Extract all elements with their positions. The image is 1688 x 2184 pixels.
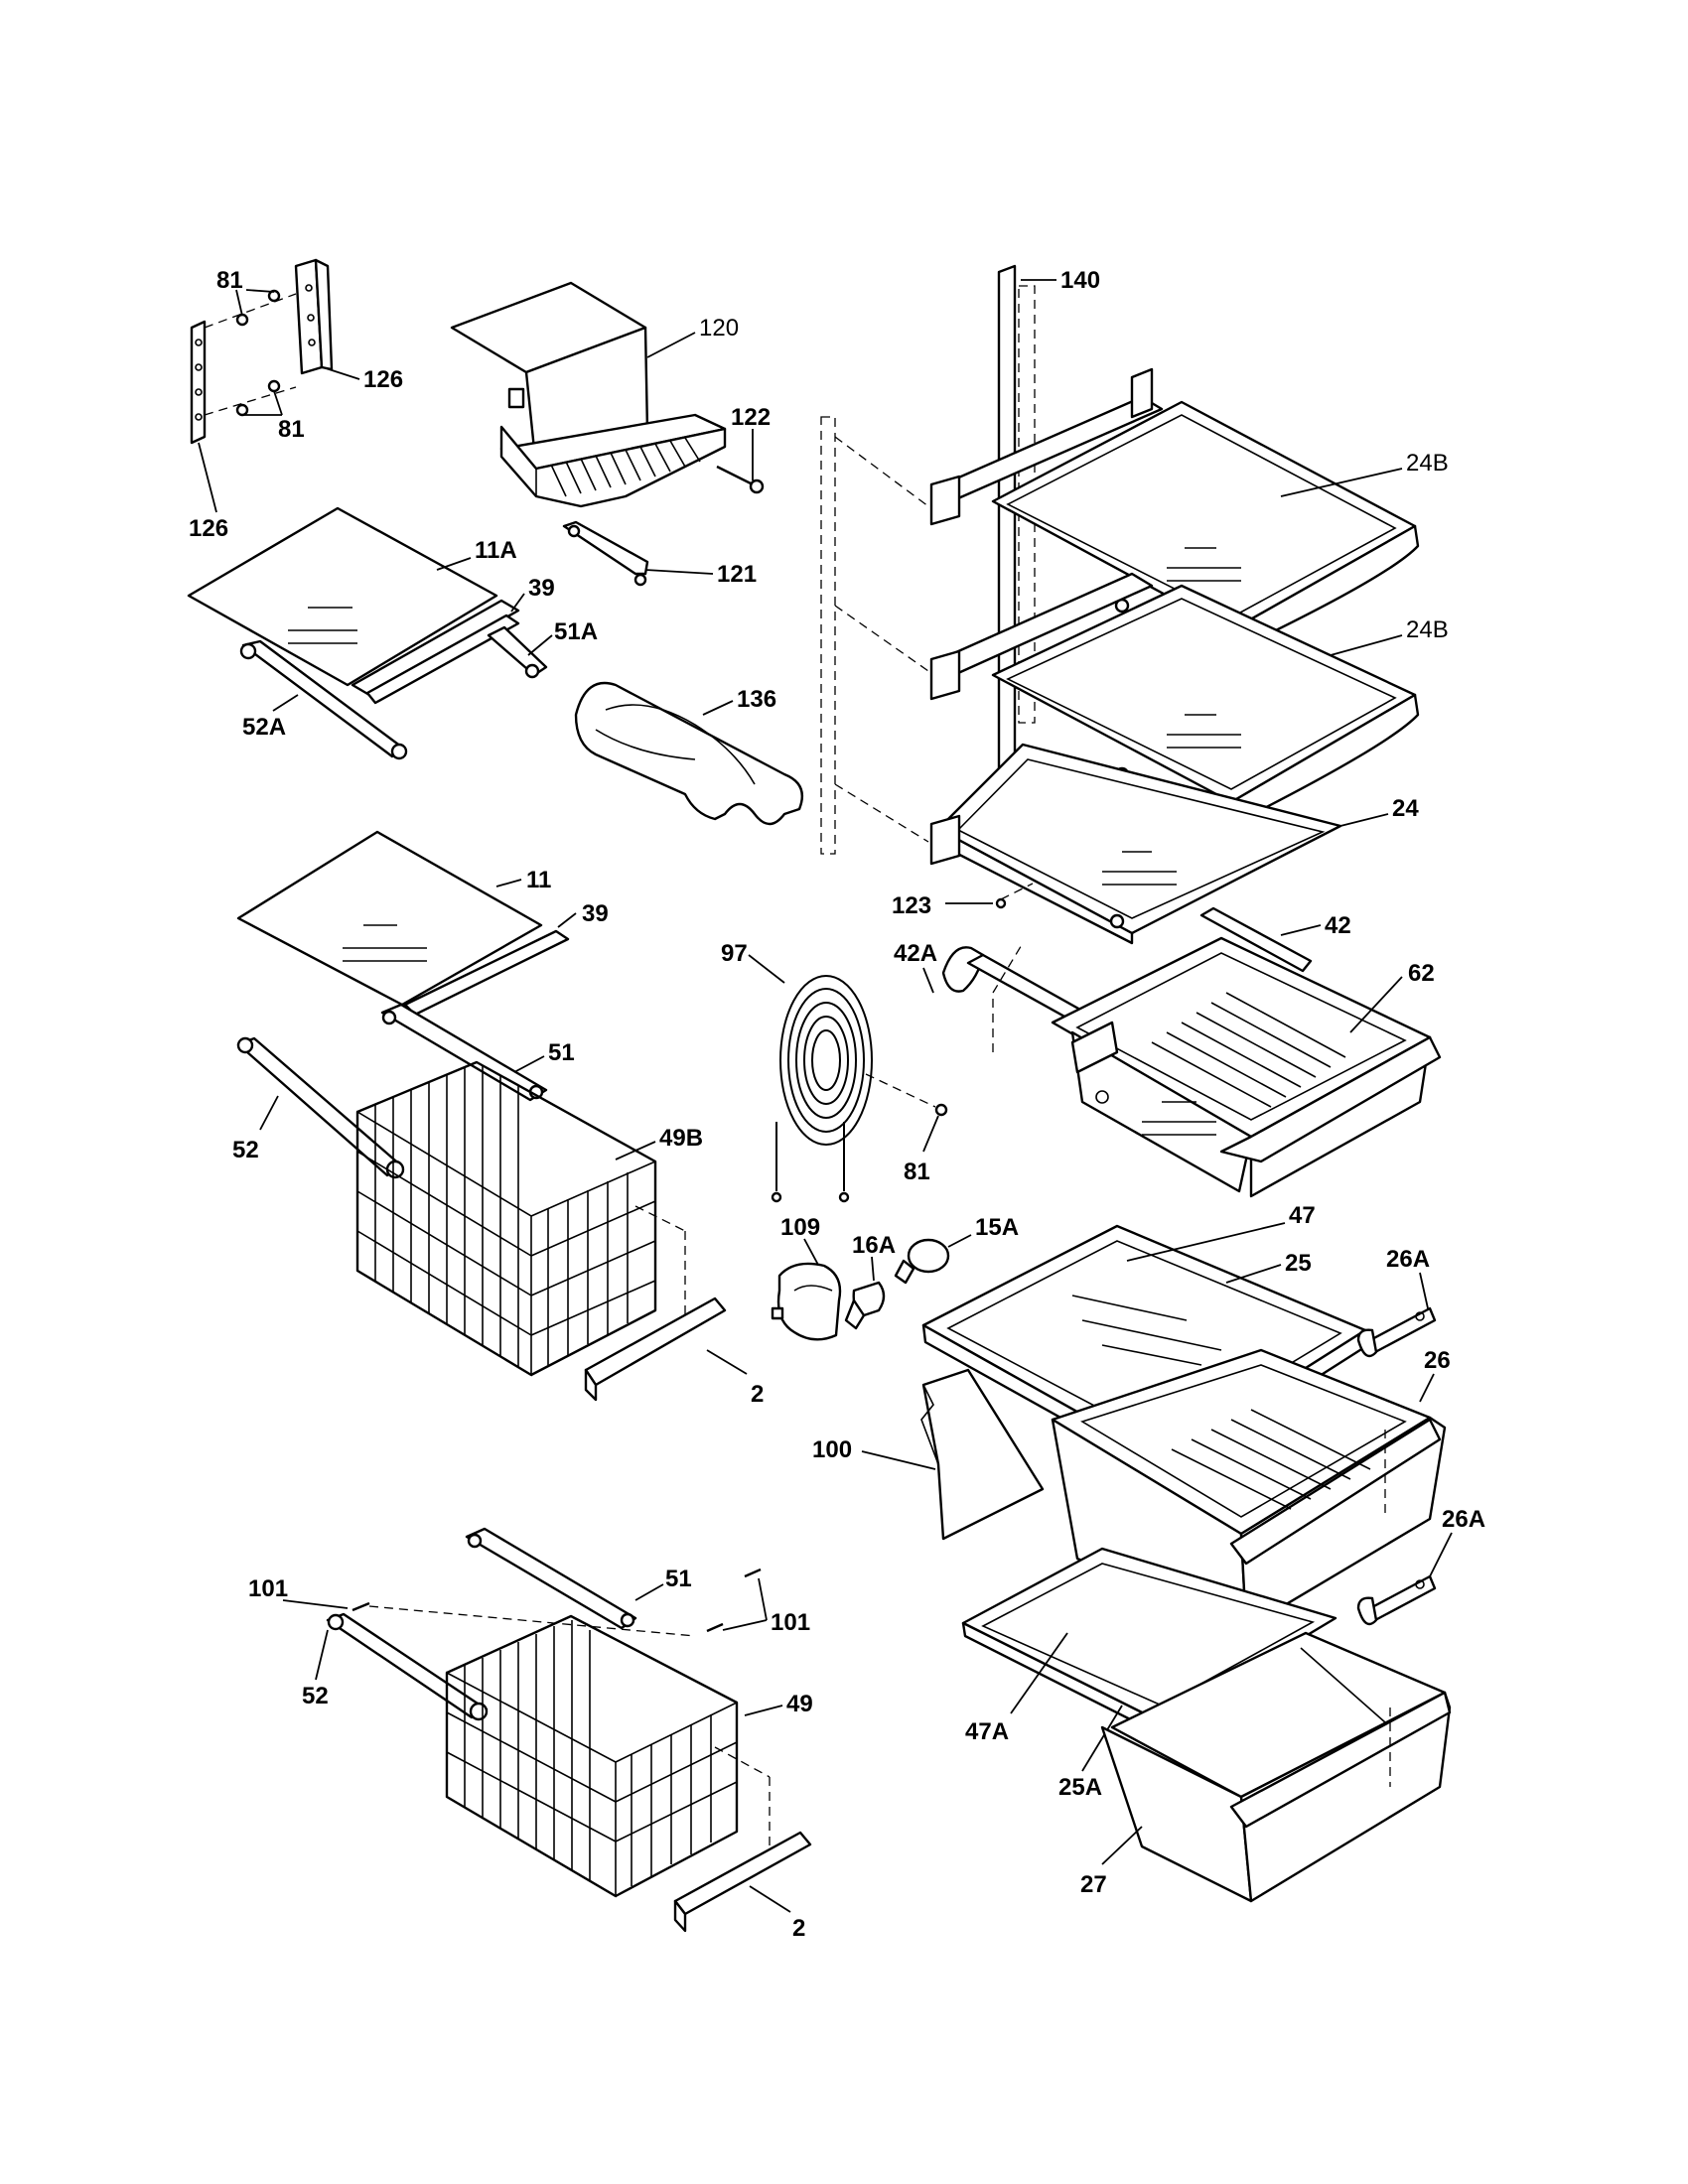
bracket-121 (562, 520, 714, 587)
dashed-rail (820, 416, 929, 855)
label-81: 81 (216, 267, 243, 294)
label-126: 126 (189, 515, 228, 542)
chute-136 (574, 681, 804, 826)
label-2: 2 (751, 1381, 764, 1408)
label-11A: 11A (475, 537, 517, 564)
label-25A: 25A (1058, 1774, 1102, 1801)
screws-81-top (204, 289, 297, 417)
bulb-15A (894, 1234, 972, 1285)
label-25: 25 (1285, 1250, 1312, 1277)
label-24: 24 (1392, 795, 1419, 822)
glass-shelf-11A (187, 506, 520, 697)
label-136: 136 (737, 686, 776, 713)
screw-123 (945, 883, 1034, 909)
label-51A: 51A (554, 618, 598, 645)
label-101: 101 (771, 1609, 810, 1636)
rail-51A (487, 625, 553, 679)
screws-101 (282, 1568, 768, 1637)
wire-basket-49B (355, 1060, 686, 1377)
light-cover-109 (771, 1238, 842, 1341)
label-123: 123 (892, 892, 931, 919)
label-49B: 49B (659, 1125, 703, 1152)
rail-52A (239, 639, 408, 760)
label-120: 120 (699, 315, 739, 341)
label-27: 27 (1080, 1871, 1107, 1898)
label-42A: 42A (894, 940, 937, 967)
drawer-62 (992, 936, 1442, 1198)
shelf-24B-top (929, 367, 1420, 649)
shelf-24 (929, 743, 1389, 945)
trim-39-top (365, 593, 525, 705)
bracket-126-left (190, 320, 207, 445)
coil-97 (748, 954, 873, 1203)
rail-52-mid (236, 1036, 405, 1179)
label-39: 39 (582, 900, 609, 927)
rail-51-bottom (465, 1527, 664, 1630)
label-97: 97 (721, 940, 748, 967)
label-81: 81 (904, 1159, 930, 1185)
label-47A: 47A (965, 1718, 1009, 1745)
label-26A: 26A (1386, 1246, 1430, 1273)
label-16A: 16A (852, 1232, 896, 1259)
label-49: 49 (786, 1691, 813, 1717)
rod-122 (716, 429, 765, 494)
shelf-24B-mid (929, 572, 1420, 822)
wire-basket-49 (445, 1614, 783, 1898)
label-24B: 24B (1406, 616, 1449, 643)
leaders-top-left (198, 289, 360, 513)
label-52: 52 (232, 1137, 259, 1163)
cover-100 (861, 1368, 1045, 1541)
label-52A: 52A (242, 714, 286, 741)
bracket-26A-top (1356, 1272, 1437, 1358)
label-126: 126 (363, 366, 403, 393)
label-122: 122 (731, 404, 771, 431)
screw-81-mid (865, 1073, 948, 1153)
rail-42 (1199, 906, 1322, 973)
bracket-126-right (294, 258, 334, 375)
label-140: 140 (1060, 267, 1100, 294)
label-52: 52 (302, 1683, 329, 1709)
part-labels: 81 81 126 126 120 122 121 11A 39 51A 52A… (189, 267, 1485, 1942)
label-15A: 15A (975, 1214, 1019, 1241)
label-101: 101 (248, 1575, 288, 1602)
label-47: 47 (1289, 1202, 1316, 1229)
label-81: 81 (278, 416, 305, 443)
label-121: 121 (717, 561, 757, 588)
label-26: 26 (1424, 1347, 1451, 1374)
label-100: 100 (812, 1436, 852, 1463)
label-51: 51 (665, 1566, 692, 1592)
label-26A: 26A (1442, 1506, 1485, 1533)
label-11: 11 (526, 867, 551, 893)
crisper-pan-27 (1100, 1631, 1452, 1903)
crisper-shelf-25A (961, 1547, 1337, 1772)
label-109: 109 (780, 1214, 820, 1241)
bracket-26A-bottom (1356, 1532, 1453, 1626)
glass-shelf-11 (236, 830, 543, 1007)
label-39: 39 (528, 575, 555, 602)
label-51: 51 (548, 1039, 575, 1066)
label-62: 62 (1408, 960, 1435, 987)
label-24B: 24B (1406, 450, 1449, 477)
ice-tray-120 (450, 281, 727, 508)
label-2: 2 (792, 1915, 805, 1942)
socket-16A (844, 1256, 886, 1330)
label-42: 42 (1325, 912, 1351, 939)
trim-2-mid (584, 1297, 748, 1402)
trim-2-bottom (673, 1831, 812, 1933)
